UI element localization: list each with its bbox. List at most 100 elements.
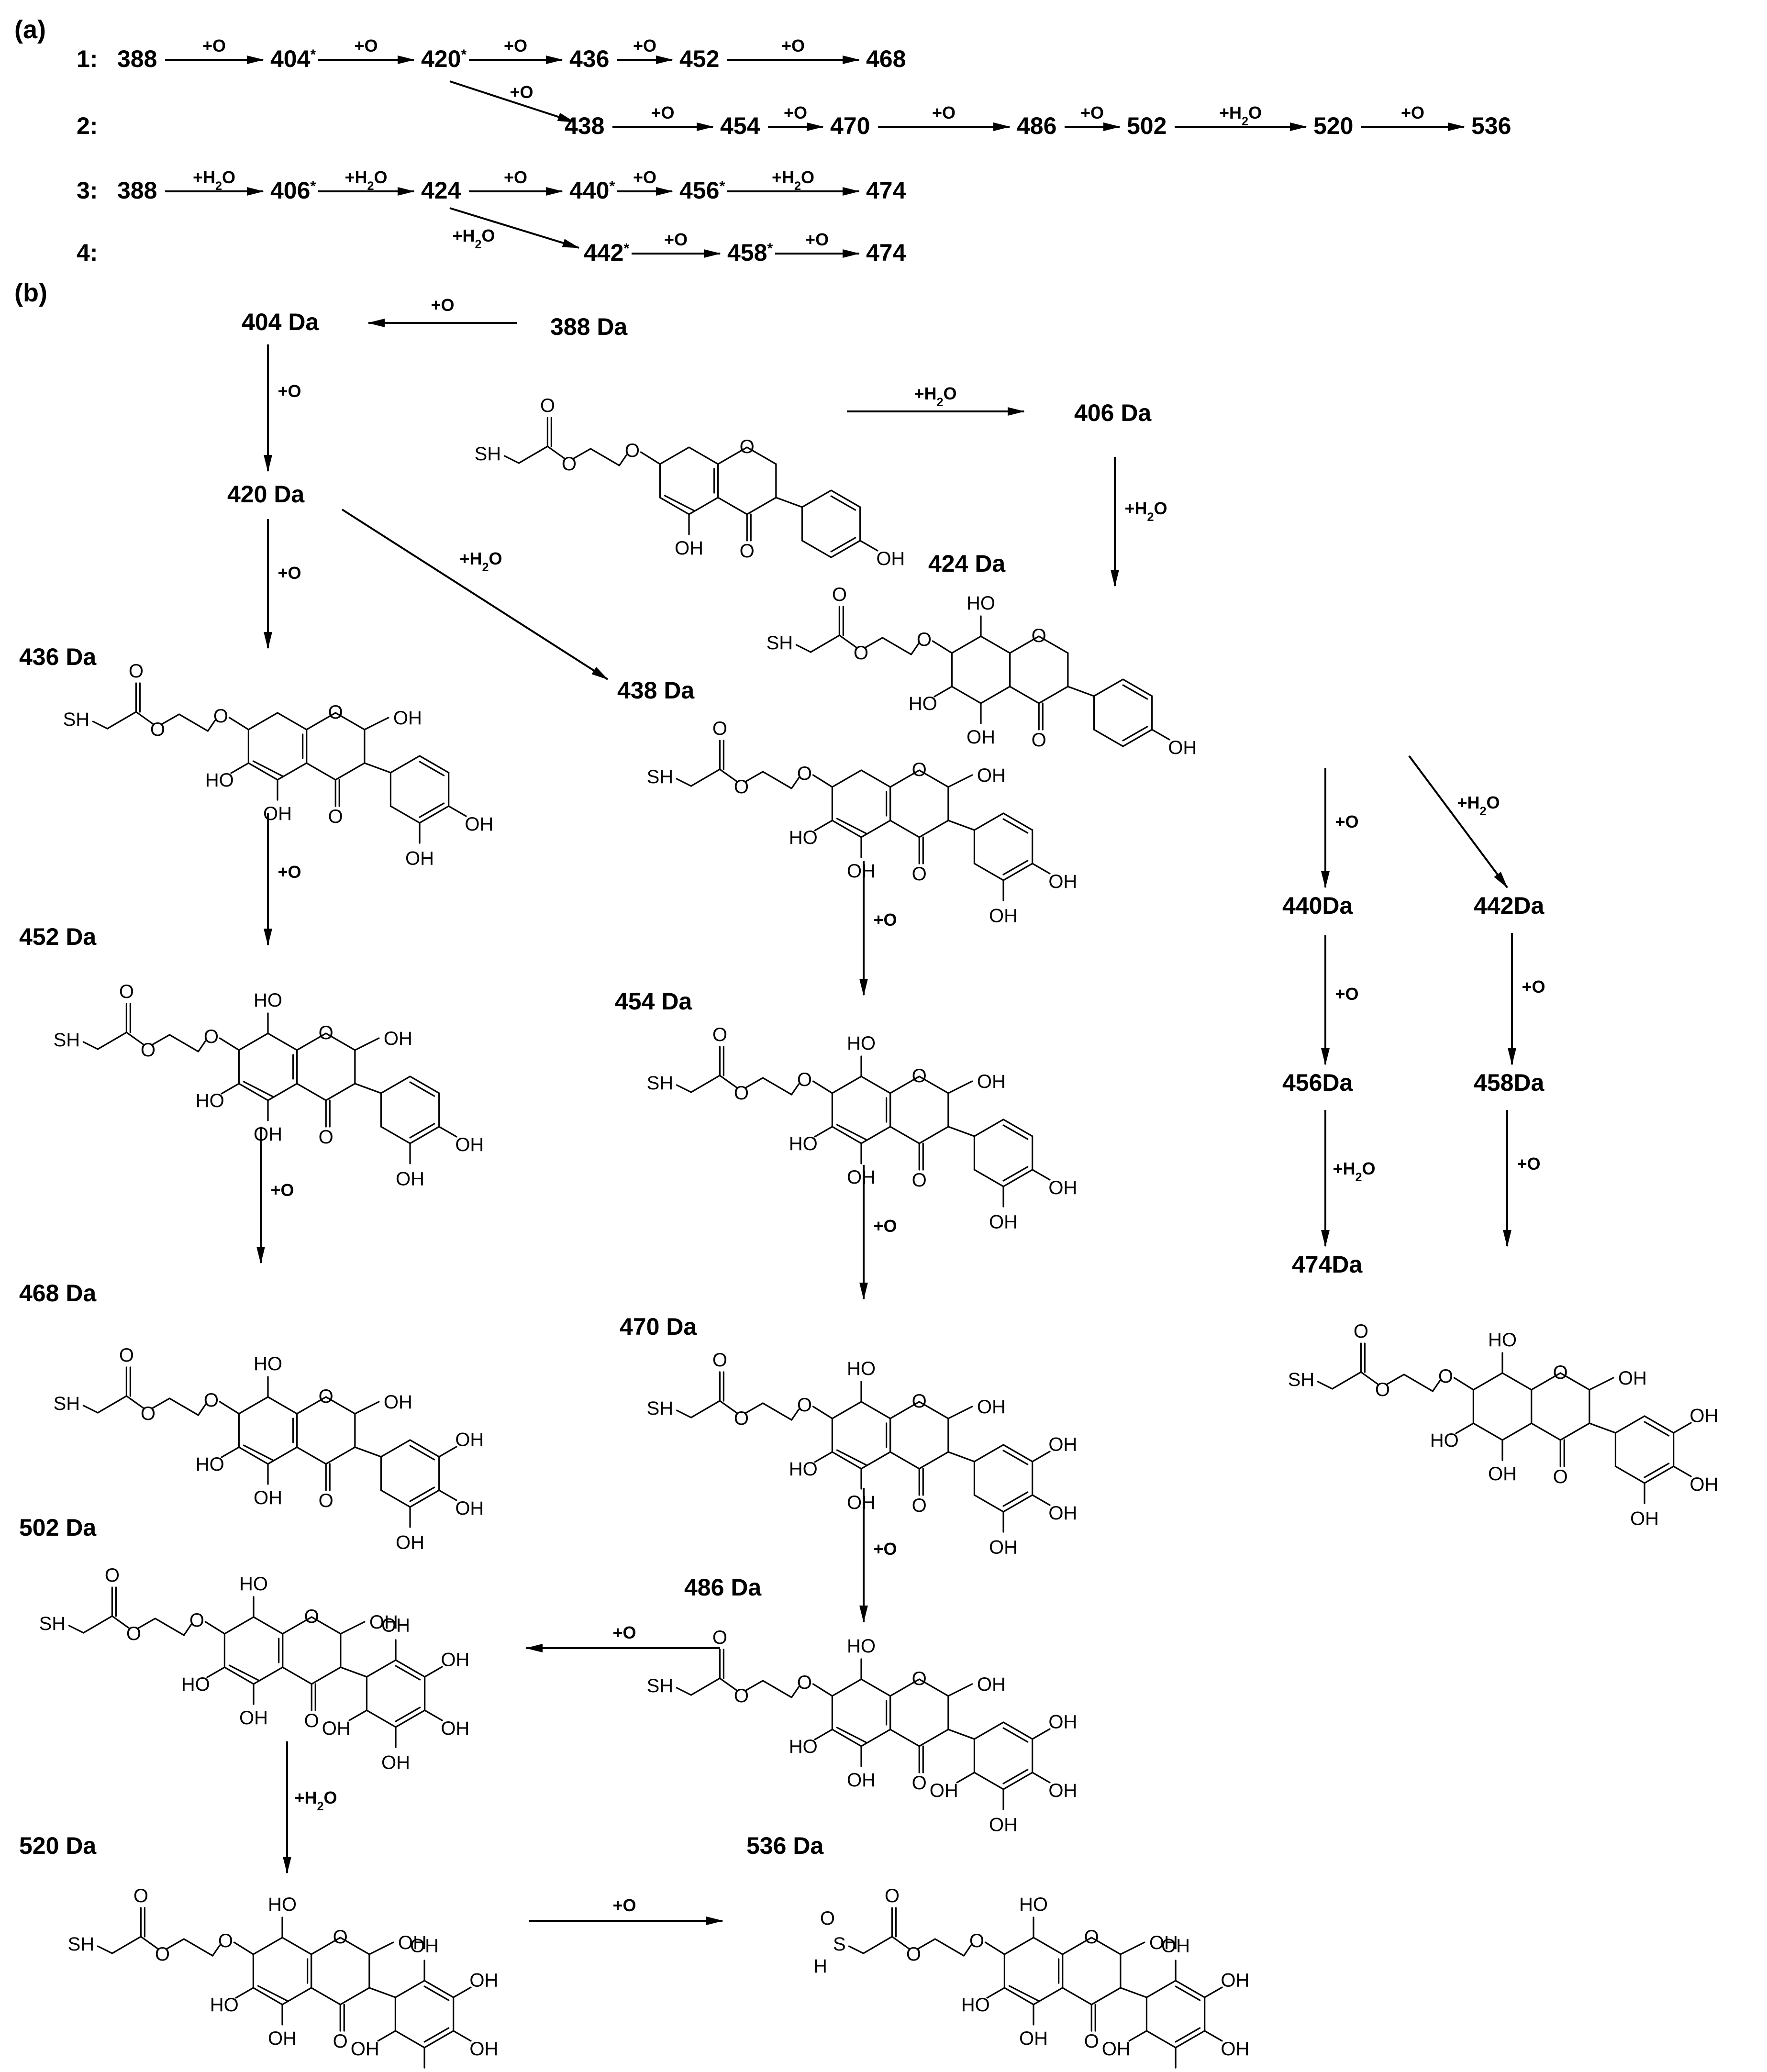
structure-474-atom-o: O xyxy=(1553,1362,1568,1383)
structure-438-atom-oh: OH xyxy=(1048,871,1077,892)
structure-520-atom-oh: OH xyxy=(268,2028,297,2049)
label-c474: 474Da xyxy=(1292,1251,1363,1278)
structure-388-atom-o: O xyxy=(562,454,577,475)
panel-a-branch-arrow-2 xyxy=(449,80,575,123)
label-c454: 454 Da xyxy=(615,988,692,1015)
structure-536-atom-o: O xyxy=(885,1885,900,1906)
structure-502-atom-o: O xyxy=(126,1623,141,1644)
structure-454-atom-o: O xyxy=(912,1170,927,1191)
structure-520-atom-oh: OH xyxy=(410,1936,439,1957)
structure-454-atom-oh: OH xyxy=(977,1071,1006,1092)
structure-474-atom-sh: SH xyxy=(1288,1369,1315,1390)
structure-438-atom-o: O xyxy=(797,763,812,784)
panel-a-branch-label-4: +H2O xyxy=(452,226,495,251)
structure-474-atom-o: O xyxy=(1553,1466,1568,1487)
structure-520-atom-oh: OH xyxy=(398,1932,427,1953)
structure-470-atom-o: O xyxy=(912,1391,927,1412)
structure-474-atom-o: O xyxy=(1438,1366,1453,1387)
panel-a-node-1-5: 452 xyxy=(679,45,719,72)
arrow-label-a440_456: +O xyxy=(1335,984,1358,1004)
label-c452: 452 Da xyxy=(19,923,97,950)
label-c536: 536 Da xyxy=(746,1832,824,1859)
arrow-label-a452_468: +O xyxy=(270,1180,294,1200)
structure-454-atom-o: O xyxy=(712,1024,727,1045)
structure-536-atom-o: O xyxy=(820,1908,835,1929)
structure-474-atom-ho: HO xyxy=(1430,1430,1459,1451)
panel-a-node-2-2: 454 xyxy=(720,112,760,139)
structure-520-atom-o: O xyxy=(333,2031,348,2052)
structure-470-atom-oh: OH xyxy=(977,1396,1006,1418)
panel-a-node-1-4: 436 xyxy=(569,45,609,72)
structure-438-atom-oh: OH xyxy=(847,861,876,882)
label-c486: 486 Da xyxy=(684,1574,762,1601)
structure-424-atom-oh: OH xyxy=(1168,737,1197,758)
structure-536-atom-ho: HO xyxy=(1019,1894,1048,1915)
structure-468-atom-sh: SH xyxy=(54,1393,80,1414)
structure-502-atom-oh: OH xyxy=(381,1752,410,1773)
structure-454-atom-o: O xyxy=(912,1065,927,1086)
structure-474-atom-oh: OH xyxy=(1630,1508,1659,1529)
structure-424-atom-sh: SH xyxy=(767,632,793,654)
panel-a-arrow-label-3-3: +O xyxy=(504,167,527,187)
structure-474-atom-ho: HO xyxy=(1488,1330,1517,1351)
structure-486-atom-ho: HO xyxy=(789,1736,818,1757)
structure-388-atom-oh: OH xyxy=(876,548,905,569)
structure-486-atom-o: O xyxy=(912,1668,927,1689)
structure-452-atom-o: O xyxy=(119,981,134,1002)
panel-a-arrow-label-1-3: +O xyxy=(504,36,527,55)
structure-520-atom-oh: OH xyxy=(469,1970,498,1991)
structure-424-atom-o: O xyxy=(917,629,932,650)
structure-520-atom-o: O xyxy=(218,1930,233,1951)
label-c388: 388 Da xyxy=(550,313,628,340)
structure-424-atom-o: O xyxy=(1032,730,1046,751)
structure-520-atom-o: O xyxy=(133,1885,148,1906)
panel-a-arrow-label-1-5: +O xyxy=(781,36,805,55)
arrow-label-a502_520: +H2O xyxy=(294,1788,337,1813)
panel-a-node-1-1: 388 xyxy=(117,45,157,72)
arrow-label-a420_438: +H2O xyxy=(459,549,502,574)
panel-a-node-3-4: 440* xyxy=(569,177,615,204)
structure-470-atom-ho: HO xyxy=(789,1459,818,1480)
structure-438-atom-o: O xyxy=(712,718,727,739)
structure-502-atom-ho: HO xyxy=(239,1573,268,1595)
structure-502-atom-oh: OH xyxy=(322,1718,351,1739)
structure-424-atom-ho: HO xyxy=(967,593,995,614)
structure-468-atom-oh: OH xyxy=(396,1532,424,1553)
panel-a-row-label-1: 1: xyxy=(77,45,98,72)
panel-a-arrow-label-1-1: +O xyxy=(202,36,226,55)
structure-468-atom-ho: HO xyxy=(254,1353,282,1374)
panel-a-arrow-label-3-5: +H2O xyxy=(772,167,814,193)
structure-486-atom-oh: OH xyxy=(1048,1780,1077,1801)
structure-438-atom-o: O xyxy=(734,776,749,798)
panel-a-node-4-2: 458* xyxy=(727,239,773,266)
structure-474-atom-o: O xyxy=(1375,1379,1390,1400)
structure-536-atom-o: O xyxy=(906,1944,921,1965)
label-c502: 502 Da xyxy=(19,1514,97,1541)
panel-a-label: (a) xyxy=(14,15,46,44)
structure-536-atom-oh: OH xyxy=(1102,2039,1131,2060)
structure-520-atom-oh: OH xyxy=(351,2039,379,2060)
structure-452-atom-oh: OH xyxy=(254,1124,282,1145)
structure-520-atom-o: O xyxy=(333,1927,348,1948)
structure-536-atom-oh: OH xyxy=(1149,1932,1178,1953)
panel-a-node-2-3: 470 xyxy=(830,112,870,139)
structure-454-atom-oh: OH xyxy=(1048,1177,1077,1198)
structure-452-atom-oh: OH xyxy=(455,1134,484,1155)
label-c468: 468 Da xyxy=(19,1280,97,1307)
label-c436: 436 Da xyxy=(19,643,97,670)
arrow-label-a442_458: +O xyxy=(1522,977,1545,997)
arrow-a420_438 xyxy=(341,509,609,680)
structure-468-atom-o: O xyxy=(319,1490,333,1511)
structure-468-atom-o: O xyxy=(141,1403,156,1424)
structure-454-atom-ho: HO xyxy=(789,1133,818,1154)
structure-470-atom-ho: HO xyxy=(847,1358,876,1379)
arrow-label-a436_452: +O xyxy=(278,862,301,882)
arrow-label-a456_474: +H2O xyxy=(1333,1159,1375,1184)
structure-470-atom-oh: OH xyxy=(1048,1503,1077,1524)
arrow-label-a438_454: +O xyxy=(873,910,897,930)
structure-454-atom-o: O xyxy=(734,1083,749,1104)
